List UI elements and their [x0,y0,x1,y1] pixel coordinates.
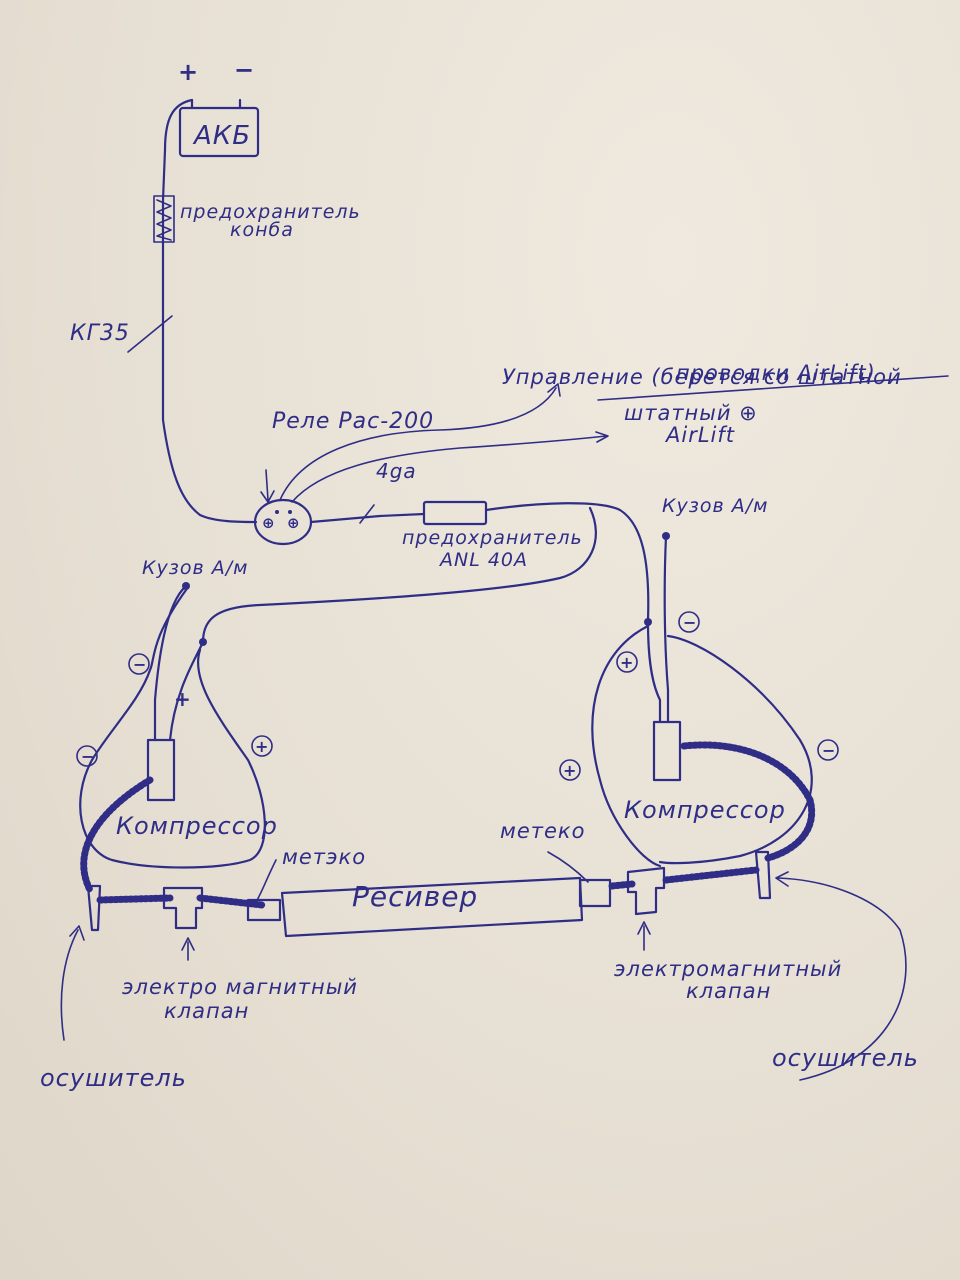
right-dryer-hose [662,866,760,884]
left-compressor-label: Компрессор [116,812,278,840]
battery-label: АКБ [192,121,251,151]
right-compressor-minus-sign: − [822,741,835,760]
left-dryer-label: осушитель [40,1064,187,1092]
left-fitting-label: метэко [282,845,366,869]
right-fitting-label: метеко [500,819,585,843]
right-ground-minus-sign: − [683,613,696,632]
control-wire [279,383,561,501]
left-compressor-hose [80,776,154,894]
right-dryer-label: осушитель [772,1044,919,1072]
left-feed-plus-sign: + [174,687,191,711]
left-feed-wire [201,506,597,644]
anl-fuse: предохранитель ANL 40A [402,500,583,571]
left-valve-label-1: электро магнитный [122,975,358,999]
battery-plus-sign: + [178,58,198,86]
left-compressor: Компрессор − + − + [76,588,278,869]
right-compressor: Компрессор + − + − [559,611,839,868]
right-ground-label: Кузов А/м [662,495,768,517]
compressor-feed-wire [484,502,650,622]
left-valve-label-2: клапан [164,999,249,1023]
right-dryer: осушитель [754,850,919,1081]
right-valve: электромагнитный клапан [614,866,842,1003]
left-valve-hose [196,894,266,909]
right-feed-plus-sign: + [620,653,633,672]
right-fitting: метеко [500,819,612,908]
stock-plus-label-1: штатный ⊕ [624,401,758,425]
relay-label: Реле Рас-200 [272,409,434,434]
right-valve-label-2: клапан [686,979,771,1003]
svg-text:⊕: ⊕ [262,514,275,532]
left-compressor-minus-sign: − [81,747,94,766]
right-compressor-plus-sign: + [563,761,576,780]
receiver: Ресивер [280,876,584,938]
left-ground-label: Кузов А/м [142,557,248,579]
control-label-1: Управление (берется со штатной [502,365,902,389]
left-fitting: метэко [246,845,366,922]
stock-plus-wire [291,431,609,503]
right-compressor-hose [680,741,816,862]
main-power-wire [161,98,258,524]
main-fuse-label-2: конба [230,219,294,241]
main-fuse: предохранитель конба [153,195,361,243]
anl-fuse-label-1: предохранитель [402,527,583,549]
relay: ⊕ ⊕ Реле Рас-200 [253,409,434,546]
relay-output-wire [309,512,426,524]
left-compressor-plus-sign: + [255,737,268,756]
control-divider [597,375,949,401]
left-valve: электро магнитный клапан [122,886,358,1023]
main-fuse-label-1: предохранитель [180,201,361,223]
right-ground: Кузов А/м [662,495,768,724]
receiver-label: Ресивер [352,880,478,913]
left-dryer: осушитель [40,884,187,1092]
right-compressor-label: Компрессор [624,796,786,824]
cable-leader [127,315,173,353]
left-ground: Кузов А/м [142,557,248,742]
cable-label: КГ35 [70,321,130,346]
control-label-2: проводки AirLift) [676,361,876,385]
svg-text:⊕: ⊕ [287,514,300,532]
anl-fuse-label-2: ANL 40A [438,549,528,571]
left-dryer-hose [96,894,174,904]
stock-plus-label-2: AirLift [664,423,735,447]
battery-minus-sign: − [234,56,254,84]
wire-gauge-label: 4ga [376,459,417,483]
left-ground-minus-sign: − [133,655,146,674]
gauge-leader [359,504,375,524]
right-valve-label-1: электромагнитный [614,957,842,981]
battery: АКБ + − [178,56,260,158]
